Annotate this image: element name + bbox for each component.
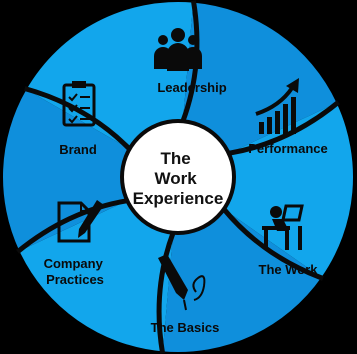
center-line-1: The [161, 149, 191, 168]
person-at-desk-icon [262, 204, 304, 250]
label-the-basics: The Basics [151, 320, 220, 335]
label-the-work-line: The Work [259, 262, 319, 277]
segment-divider [15, 198, 128, 254]
label-the-basics-line: The Basics [151, 320, 220, 335]
segment-leadership [26, 2, 194, 150]
label-leadership: Leadership [157, 80, 226, 95]
label-the-work: The Work [259, 262, 319, 277]
label-performance: Performance [248, 141, 327, 156]
label-company-practices-line-2: Practices [46, 272, 104, 287]
document-pen-icon [57, 200, 104, 243]
label-brand-line: Brand [59, 142, 97, 157]
segment-divider [156, 231, 176, 354]
segment-dividers [15, 0, 341, 354]
segment-performance [182, 2, 337, 154]
label-performance-line: Performance [248, 141, 327, 156]
center-line-2: Work [155, 169, 198, 188]
segment-divider [228, 100, 341, 156]
segment-the-basics [162, 209, 322, 352]
label-brand: Brand [59, 142, 97, 157]
growth-chart-icon [255, 78, 299, 134]
label-leadership-line: Leadership [157, 80, 226, 95]
center-title: The Work Experience [133, 149, 224, 208]
segment-divider [24, 86, 132, 151]
label-company-practices-line-1: Company [44, 256, 104, 271]
people-group-icon [154, 28, 202, 71]
fountain-pen-icon [158, 254, 206, 311]
center-line-3: Experience [133, 189, 224, 208]
center-disc [120, 119, 236, 235]
clipboard-checklist-icon [62, 81, 96, 127]
label-company-practices: Company Practices [44, 256, 107, 287]
